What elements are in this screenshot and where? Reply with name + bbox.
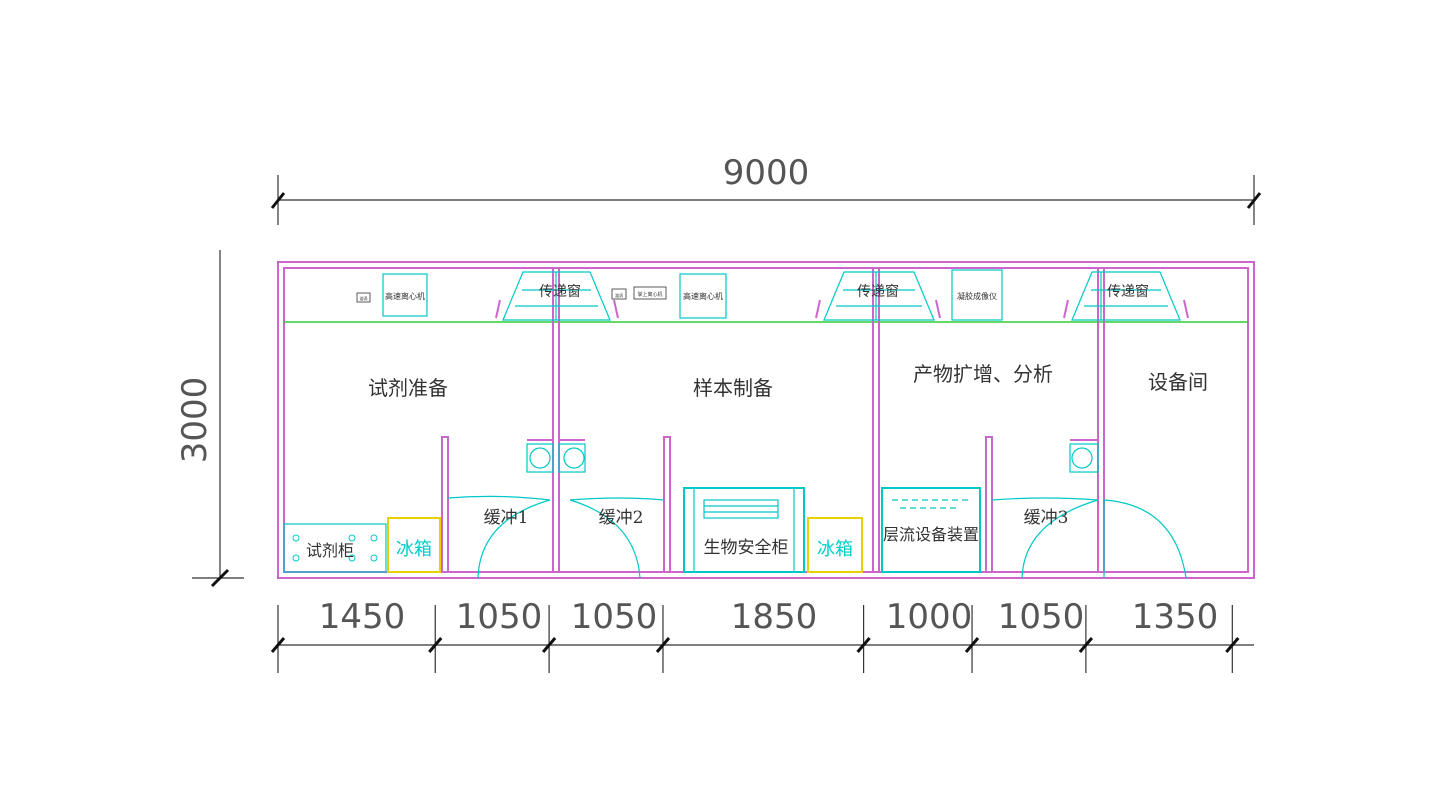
pass-box-label: 传递窗	[1107, 283, 1149, 300]
segment-label: 1050	[456, 597, 543, 637]
laminar-flow	[881, 487, 981, 573]
pass-box-2	[815, 271, 941, 321]
segment-label: 1450	[319, 597, 406, 637]
doors	[447, 495, 1187, 579]
centrifuge-2	[679, 273, 727, 319]
biosafety-cabinet-label: 生物安全柜	[704, 538, 789, 558]
small-device-3-label: 掌上离心机	[637, 291, 662, 298]
segment-label: 1850	[731, 597, 818, 637]
partition-walls	[441, 267, 1105, 573]
reagent-cabinet	[283, 523, 387, 573]
segment-label: 1000	[886, 597, 973, 637]
segment-tick	[964, 637, 980, 653]
segment-tick	[1225, 637, 1240, 653]
segment-label: 1050	[571, 597, 658, 637]
centrifuge-2-label: 高速离心机	[683, 291, 723, 301]
small-device-2	[611, 288, 627, 300]
fridge-1	[387, 517, 441, 573]
segment-label: 1350	[1132, 597, 1219, 637]
pass-box-1	[495, 271, 619, 321]
room-amplification: 产物扩增、分析	[913, 362, 1053, 386]
room-buffer-2: 缓冲2	[599, 508, 644, 528]
segment-tick	[270, 637, 286, 653]
small-device-1	[356, 292, 371, 303]
segment-tick	[655, 637, 671, 653]
small-device-2-label: 漩涡	[615, 292, 623, 298]
room-sample-prep: 样本制备	[693, 376, 773, 400]
room-labels: 试剂准备 样本制备 产物扩增、分析 设备间 缓冲1 缓冲2 缓冲3	[368, 362, 1208, 528]
pass-box-3	[1063, 271, 1189, 321]
room-buffer-1: 缓冲1	[484, 508, 529, 528]
segment-tick	[428, 637, 443, 653]
bench-equipment: 漩涡 高速离心机 漩涡 掌上离心机 高速离心机 凝胶成像仪	[356, 269, 1003, 321]
overall-height-label: 3000	[175, 377, 215, 464]
gel-imager	[951, 269, 1003, 321]
segment-tick	[541, 637, 557, 653]
room-equipment: 设备间	[1148, 370, 1208, 394]
segment-label: 1050	[998, 597, 1085, 637]
basins	[526, 443, 1099, 473]
floor-equipment: 试剂柜 冰箱 生物安全柜 冰箱 层流设备装置	[283, 487, 981, 573]
overall-height-dimension: 3000	[175, 250, 244, 588]
small-device-1-label: 漩涡	[360, 295, 368, 301]
pass-box-label: 传递窗	[539, 283, 581, 300]
room-buffer-3: 缓冲3	[1024, 508, 1069, 528]
reagent-cabinet-label: 试剂柜	[306, 541, 354, 560]
fridge-2-label: 冰箱	[817, 539, 853, 560]
segment-tick	[856, 637, 871, 653]
gel-imager-label: 凝胶成像仪	[957, 291, 997, 301]
outer-walls	[277, 261, 1255, 579]
centrifuge-1-label: 高速离心机	[385, 291, 425, 301]
room-reagent-prep: 试剂准备	[368, 376, 448, 400]
segment-dimensions: 1450 1050 1050 1850 1000 1050 1350	[270, 597, 1254, 673]
overall-width-dimension: 9000	[270, 153, 1262, 225]
laminar-flow-label: 层流设备装置	[883, 525, 979, 544]
overall-width-label: 9000	[723, 153, 810, 193]
fridge-2	[807, 517, 863, 573]
pass-boxes: 传递窗 传递窗 传递窗	[495, 271, 1189, 321]
small-device-3	[633, 286, 667, 300]
fridge-1-label: 冰箱	[396, 539, 432, 560]
segment-tick	[1078, 637, 1094, 653]
centrifuge-1	[382, 273, 428, 317]
biosafety-cabinet	[683, 487, 805, 573]
pass-box-label: 传递窗	[857, 283, 899, 300]
